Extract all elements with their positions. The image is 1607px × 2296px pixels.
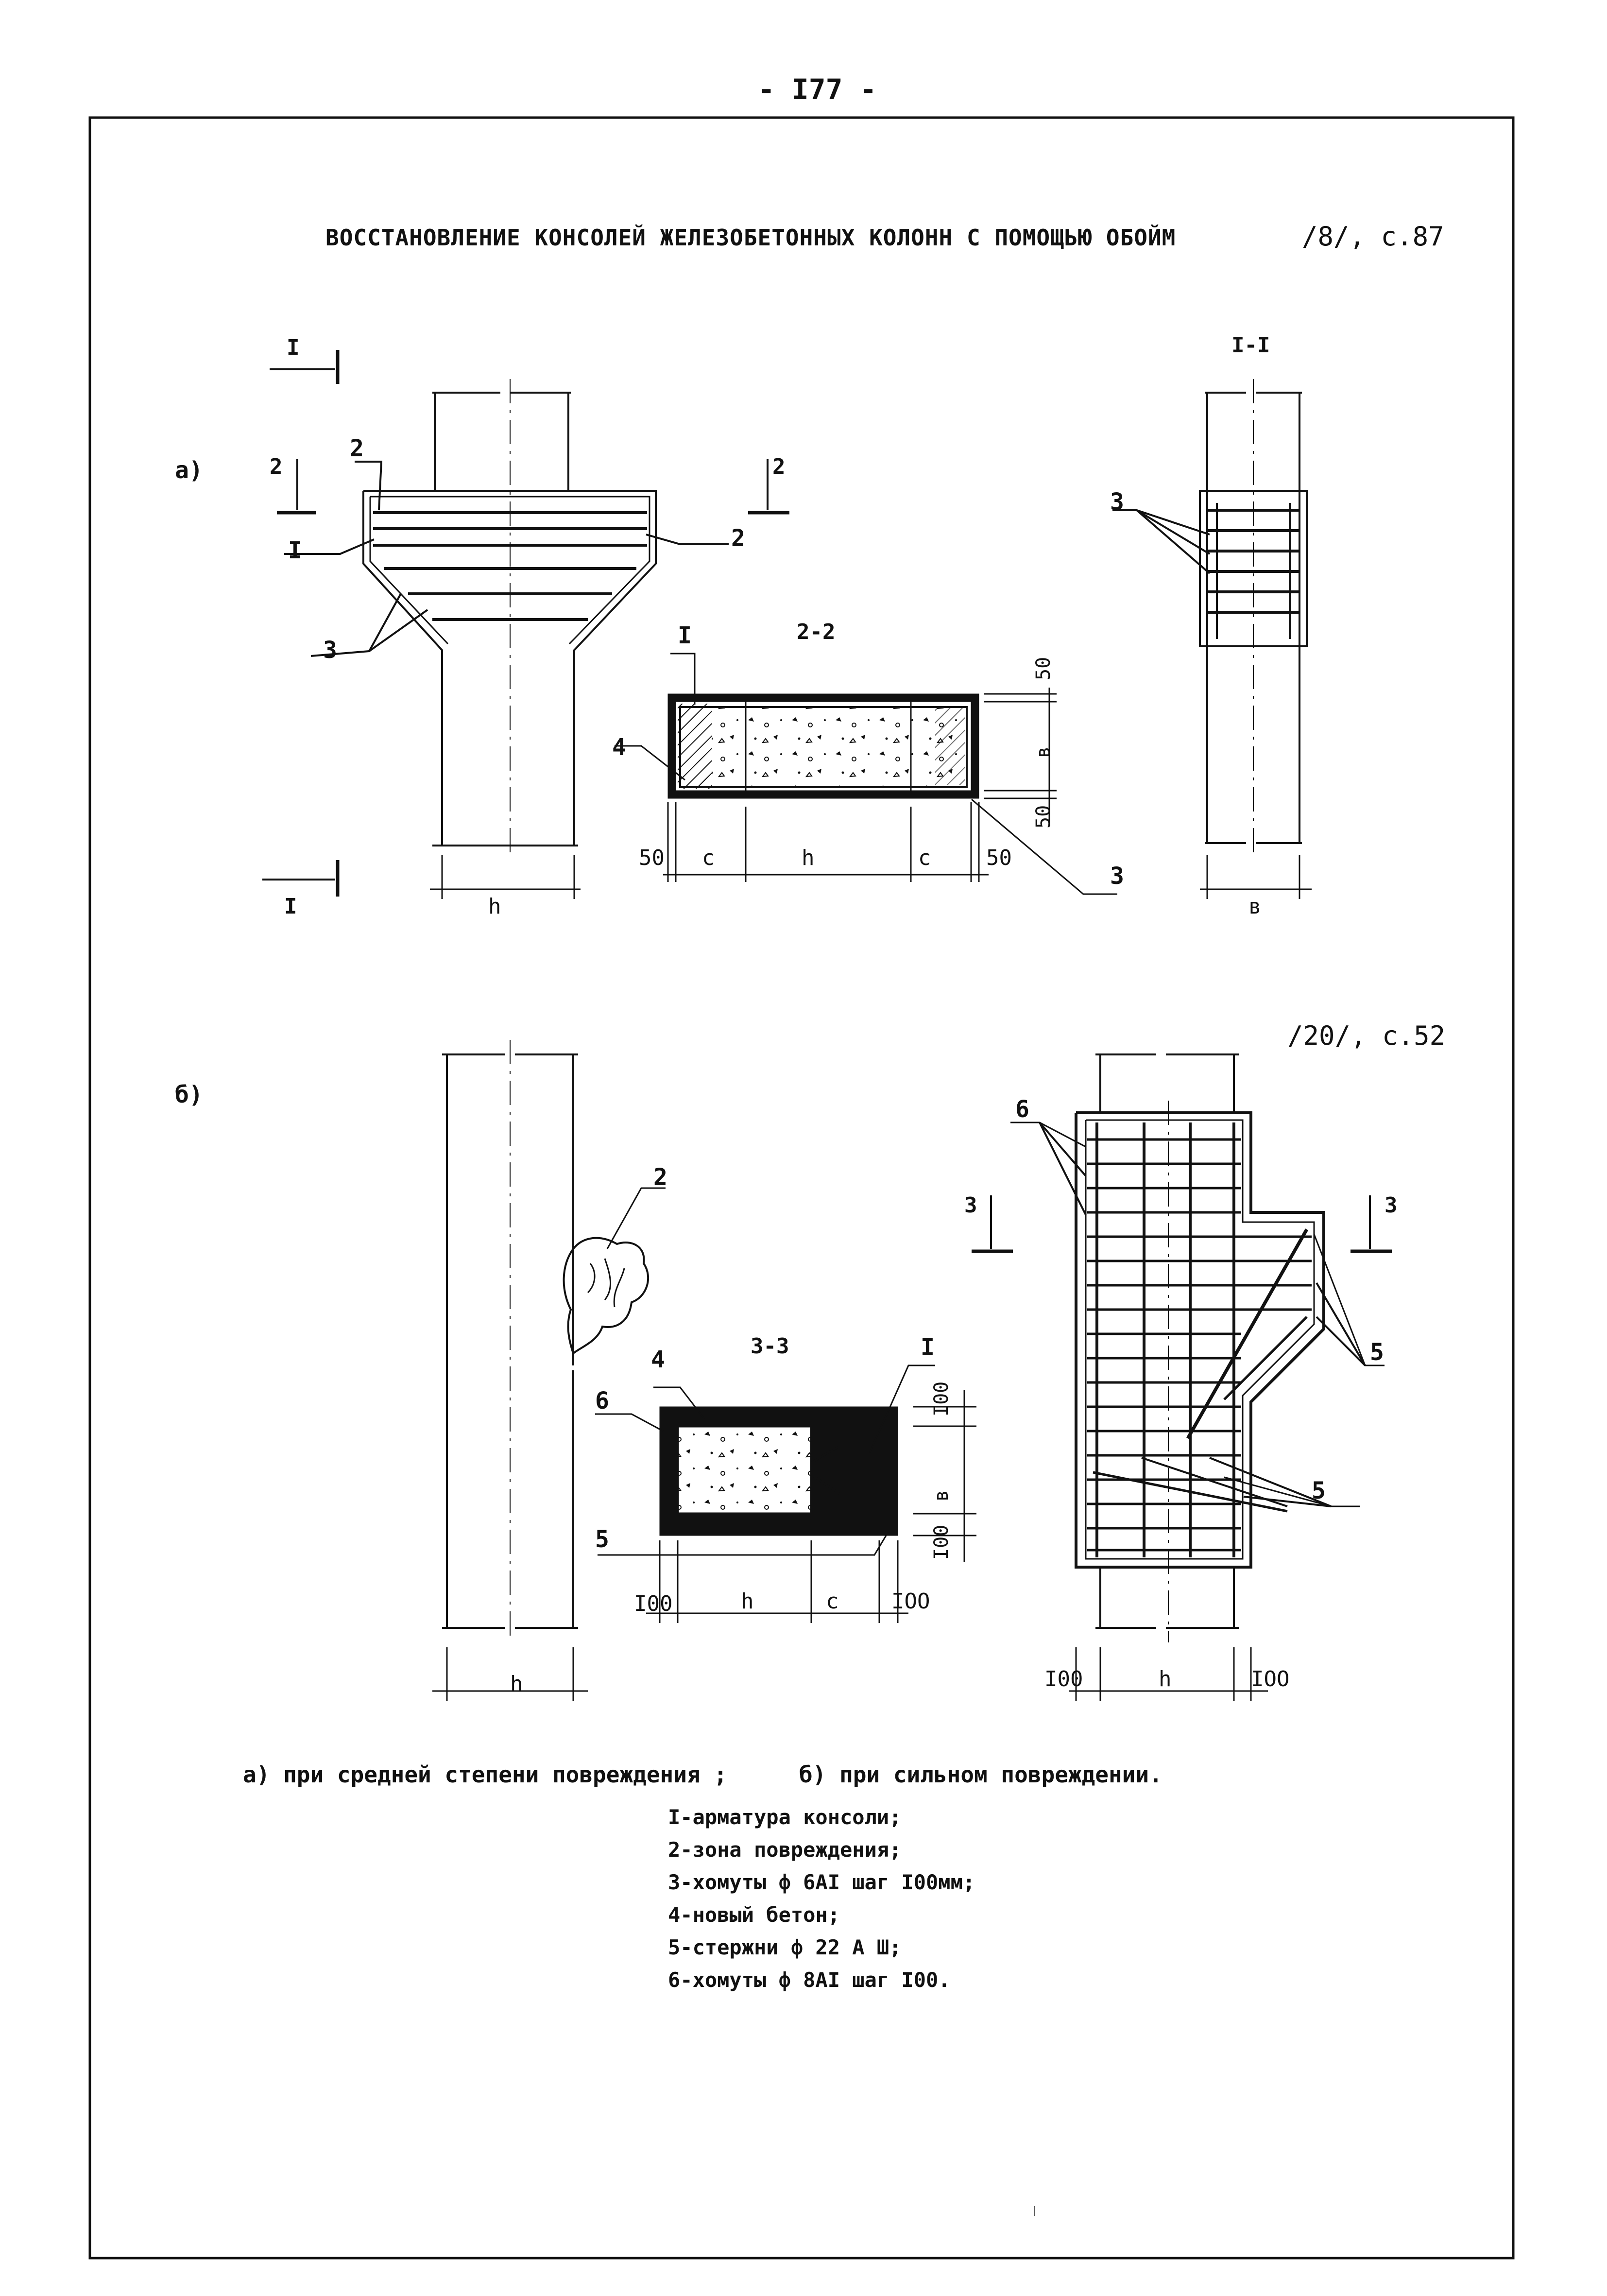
- legend-item-2: 2-зона повреждения;: [668, 1838, 902, 1862]
- reference-top: /8/, с.87: [1302, 221, 1444, 252]
- dim-b-side: в: [1248, 894, 1262, 919]
- dim-c-left-s22: c: [702, 846, 715, 870]
- section-3-3: [595, 1364, 976, 1623]
- legend-item-4: 4-новый бетон;: [668, 1903, 840, 1927]
- legend-item-1: I-арматура консоли;: [668, 1805, 902, 1829]
- cut-mark-3-left: 3: [964, 1193, 977, 1218]
- page-frame: [88, 116, 1515, 2260]
- variant-b-column: [432, 1040, 666, 1701]
- callout-2-right: 2: [731, 525, 745, 552]
- variant-a-label: а): [175, 457, 203, 484]
- section-marker-I-top: I: [287, 335, 300, 360]
- section-title-I-I: I-I: [1231, 333, 1270, 358]
- callout-1-s33: I: [921, 1334, 935, 1361]
- section-marker-I-bottom: I: [284, 894, 297, 919]
- caption-variant-a: а) при средней степени повреждения ;: [243, 1761, 727, 1788]
- dim-50-right: 50: [986, 846, 1012, 870]
- variant-b-elevation: [972, 1053, 1392, 1701]
- legend-item-6: 6-хомуты ф 8АI шаг I00.: [668, 1968, 951, 1992]
- legend-item-3: 3-хомуты ф 6АI шаг I00мм;: [668, 1870, 975, 1894]
- callout-5-s33: 5: [595, 1526, 609, 1553]
- dim-h-a: h: [488, 894, 501, 919]
- callout-6-elev: 6: [1015, 1096, 1029, 1123]
- callout-4-section: 4: [612, 734, 626, 761]
- dim-h-s33: h: [741, 1589, 754, 1614]
- dim-h-elev: h: [1159, 1667, 1172, 1692]
- dim-h-b-column: h: [510, 1672, 523, 1696]
- callout-5-elev-upper: 5: [1370, 1339, 1384, 1366]
- callout-4-s33: 4: [651, 1346, 665, 1373]
- dim-c-s33: c: [826, 1589, 839, 1614]
- section-title-3-3: 3-3: [751, 1334, 789, 1359]
- dim-h-s22: h: [802, 846, 815, 870]
- variant-b-label: б): [175, 1081, 203, 1108]
- callout-1-section: I: [678, 622, 692, 649]
- callout-2-top: 2: [350, 435, 364, 462]
- caption-variant-b: б) при сильном повреждении.: [799, 1761, 1163, 1788]
- dim-100-left-s33: I00: [634, 1591, 673, 1616]
- callout-2-damage: 2: [653, 1164, 667, 1191]
- cut-mark-2-right: 2: [772, 454, 786, 479]
- legend-item-5: 5-стержни ф 22 А Ш;: [668, 1935, 902, 1959]
- dim-c-right-s22: c: [918, 846, 931, 870]
- callout-3-section: 3: [1110, 863, 1124, 890]
- dim-50-left: 50: [639, 846, 665, 870]
- section-2-2: [615, 653, 1117, 895]
- reference-bottom: /20/, с.52: [1287, 1020, 1446, 1051]
- drawing-title: ВОССТАНОВЛЕНИЕ КОНСОЛЕЙ ЖЕЛЕЗОБЕТОННЫХ К…: [325, 224, 1176, 251]
- variant-a-elevation: [262, 350, 789, 899]
- callout-1-left: I: [288, 537, 302, 564]
- section-title-2-2: 2-2: [797, 620, 836, 644]
- page-number: - I77 -: [758, 73, 877, 106]
- cut-mark-3-right: 3: [1385, 1193, 1398, 1218]
- callout-6-s33: 6: [595, 1387, 609, 1415]
- cut-mark-2-left: 2: [270, 454, 283, 479]
- callout-3-left: 3: [323, 637, 337, 664]
- variant-a-side-view: [1112, 379, 1312, 899]
- dim-100-right-elev: IOO: [1251, 1667, 1290, 1692]
